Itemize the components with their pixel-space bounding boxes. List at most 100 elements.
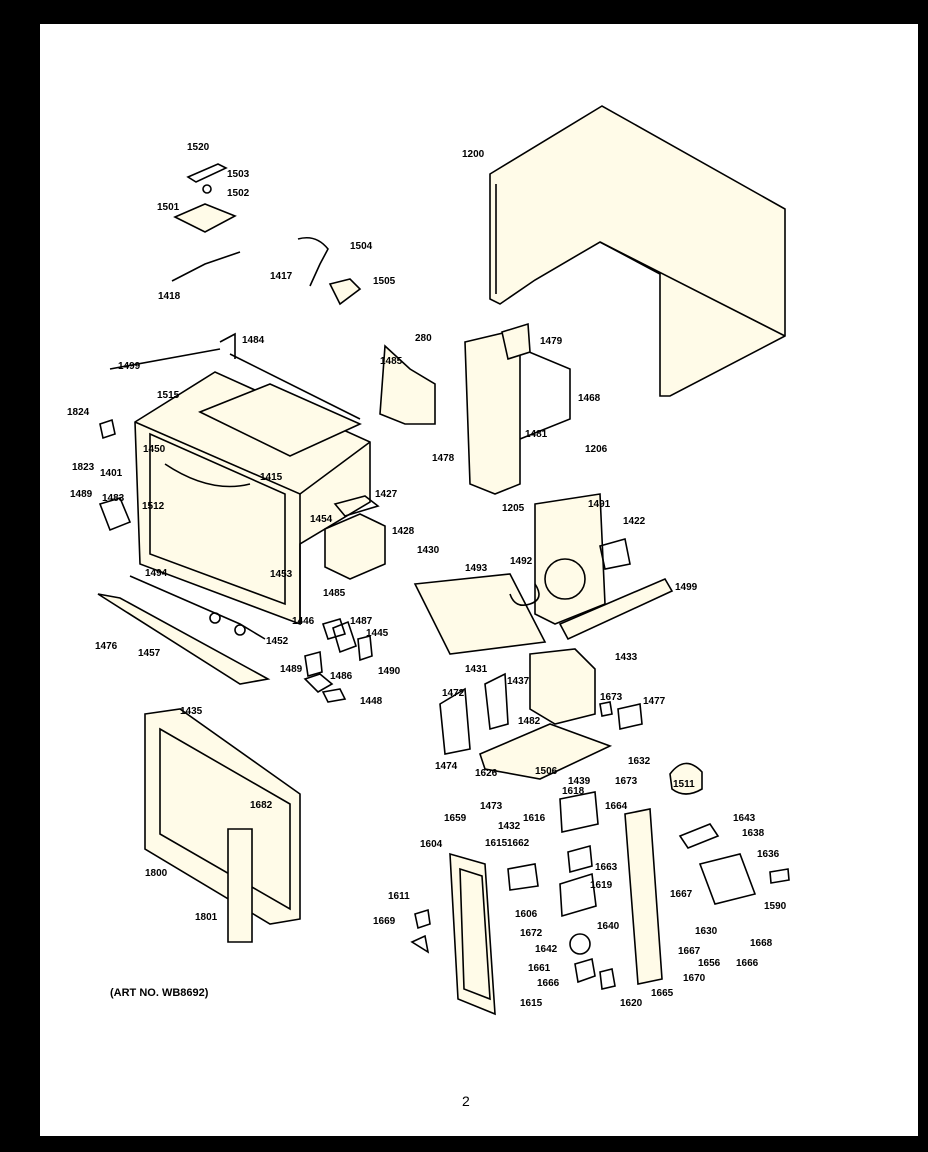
label-1492: 1492 <box>510 556 533 567</box>
label-1511: 1511 <box>673 779 695 790</box>
label-1473: 1473 <box>480 801 503 812</box>
label-1483: 1483 <box>102 493 125 504</box>
label-1431: 1431 <box>465 664 488 675</box>
label-1482: 1482 <box>518 716 541 727</box>
label-1666: 1666 <box>736 958 759 969</box>
label-1824: 1824 <box>67 407 90 418</box>
label-1616: 1616 <box>523 813 546 824</box>
label-1499: 1499 <box>118 361 141 372</box>
label-1487: 1487 <box>350 616 373 627</box>
label-1430: 1430 <box>417 545 440 556</box>
label-1665: 1665 <box>651 988 674 999</box>
label-1503: 1503 <box>227 169 250 180</box>
label-1457: 1457 <box>138 648 161 659</box>
label-1454: 1454 <box>310 514 333 525</box>
label-1422: 1422 <box>623 516 646 527</box>
label-1477: 1477 <box>643 696 666 707</box>
transformer-group <box>439 648 703 795</box>
label-1493: 1493 <box>465 563 488 574</box>
magnetron-group <box>97 418 386 685</box>
label-1630: 1630 <box>695 926 718 937</box>
label-1479: 1479 <box>540 336 563 347</box>
label-1401: 1401 <box>100 468 123 479</box>
label-1520: 1520 <box>187 142 210 153</box>
label-1823: 1823 <box>72 462 95 473</box>
label-1489b: 1489 <box>280 664 303 675</box>
center-small-parts <box>303 618 373 703</box>
upper-left-brackets <box>171 163 362 306</box>
label-1504: 1504 <box>350 241 373 252</box>
label-1433: 1433 <box>615 652 638 663</box>
label-1427: 1427 <box>375 489 398 500</box>
label-1415: 1415 <box>260 472 283 483</box>
label-1506: 1506 <box>535 766 558 777</box>
label-1801: 1801 <box>195 912 218 923</box>
label-1501: 1501 <box>157 202 180 213</box>
label-1632: 1632 <box>628 756 651 767</box>
label-1200: 1200 <box>462 149 485 160</box>
center-chassis <box>379 322 674 655</box>
label-1432: 1432 <box>498 821 521 832</box>
label-1450: 1450 <box>143 444 166 455</box>
label-1590: 1590 <box>764 901 787 912</box>
label-1604: 1604 <box>420 839 443 850</box>
label-1800: 1800 <box>145 868 168 879</box>
label-1489: 1489 <box>70 489 93 500</box>
label-1446: 1446 <box>292 616 315 627</box>
label-1417: 1417 <box>270 271 293 282</box>
label-1494: 1494 <box>145 568 168 579</box>
page-number: 2 <box>462 1093 470 1109</box>
label-1418: 1418 <box>158 291 181 302</box>
label-1453: 1453 <box>270 569 293 580</box>
label-1643: 1643 <box>733 813 756 824</box>
label-1439: 1439 <box>568 776 591 787</box>
label-1512: 1512 <box>142 501 165 512</box>
label-1640: 1640 <box>597 921 620 932</box>
control-panel <box>410 791 790 1016</box>
label-1452: 1452 <box>266 636 289 647</box>
label-1505: 1505 <box>373 276 396 287</box>
label-1638: 1638 <box>742 828 765 839</box>
label-1445: 1445 <box>366 628 389 639</box>
label-1664: 1664 <box>605 801 628 812</box>
label-1615: 1615 <box>485 838 508 849</box>
label-1437: 1437 <box>507 676 530 687</box>
label-1661: 1661 <box>528 963 551 974</box>
label-1478: 1478 <box>432 453 455 464</box>
label-1626: 1626 <box>475 768 498 779</box>
label-1672: 1672 <box>520 928 543 939</box>
label-1620: 1620 <box>620 998 643 1009</box>
label-1659: 1659 <box>444 813 467 824</box>
oven-cavity <box>109 332 371 626</box>
label-1611: 1611 <box>388 891 410 902</box>
label-1673b: 1673 <box>615 776 638 787</box>
label-1481: 1481 <box>525 429 548 440</box>
label-1656: 1656 <box>698 958 721 969</box>
label-1490: 1490 <box>378 666 401 677</box>
label-1448: 1448 <box>360 696 383 707</box>
label-1472: 1472 <box>442 688 465 699</box>
label-1667b: 1667 <box>678 946 701 957</box>
label-280: 280 <box>415 333 432 344</box>
label-1485: 1485 <box>380 356 403 367</box>
label-1474: 1474 <box>435 761 458 772</box>
label-1636: 1636 <box>757 849 780 860</box>
label-1673: 1673 <box>600 692 623 703</box>
door-assembly <box>144 708 301 943</box>
label-1205: 1205 <box>502 503 525 514</box>
label-1669: 1669 <box>373 916 396 927</box>
label-1476: 1476 <box>95 641 118 652</box>
label-1670: 1670 <box>683 973 706 984</box>
label-1486: 1486 <box>330 671 353 682</box>
art-number: (ART NO. WB8692) <box>110 987 209 999</box>
label-1502: 1502 <box>227 188 250 199</box>
label-1615b: 1615 <box>520 998 543 1009</box>
label-1206: 1206 <box>585 444 608 455</box>
diagram-page: 1520 1503 1502 1501 1418 1504 1417 1505 … <box>40 24 918 1136</box>
label-1668: 1668 <box>750 938 773 949</box>
label-1606: 1606 <box>515 909 538 920</box>
exploded-parts-diagram: 1520 1503 1502 1501 1418 1504 1417 1505 … <box>67 105 790 1109</box>
label-1642: 1642 <box>535 944 558 955</box>
label-1682: 1682 <box>250 800 273 811</box>
label-1484: 1484 <box>242 335 265 346</box>
